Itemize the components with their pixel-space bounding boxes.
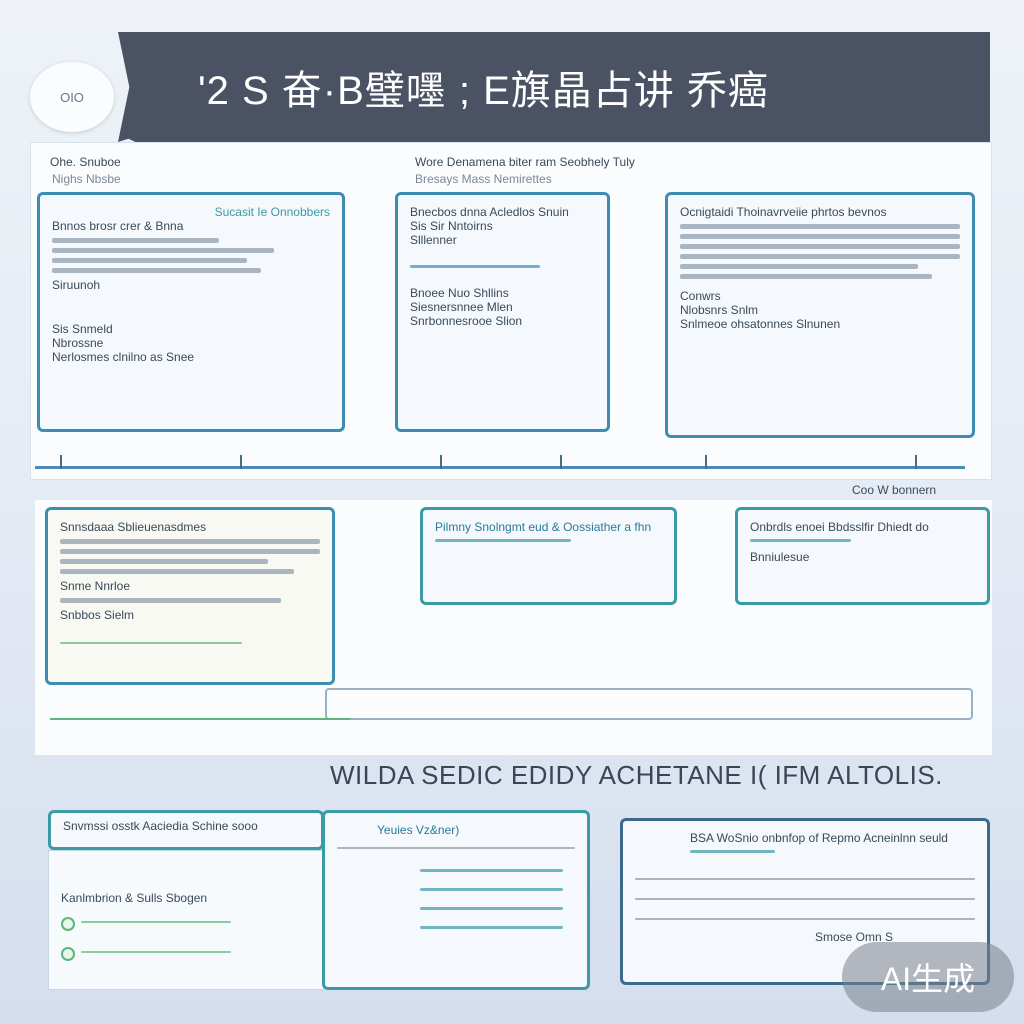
- text-line-placeholder: [680, 264, 918, 269]
- text-line-placeholder: [635, 918, 975, 920]
- card-line: Sis Snmeld: [52, 322, 113, 336]
- text-line-placeholder: [60, 598, 281, 603]
- timeline-tick: [915, 455, 917, 469]
- top-card-2[interactable]: Bnecbos dnna Acledlos Snuin Sis Sir Nnto…: [395, 192, 610, 432]
- card-title: Sucasit Ie Onnobbers: [214, 205, 330, 219]
- timeline-track: [35, 466, 965, 469]
- text-line-placeholder: [52, 258, 247, 263]
- card-title: Snvmssi osstk Aaciedia Schine sooo: [63, 819, 258, 833]
- middle-card-1[interactable]: Snnsdaaa Sblieuenasdmes Snme Nnrloe Snbb…: [45, 507, 335, 685]
- text-line-placeholder: [60, 549, 320, 554]
- card-title: Pilmny Snolngmt eud & Oossiather a fhn: [435, 520, 652, 534]
- text-line-placeholder: [52, 248, 275, 253]
- text-line-placeholder: [680, 274, 932, 279]
- card-title: Snnsdaaa Sblieuenasdmes: [60, 520, 207, 534]
- text-line-placeholder: [81, 951, 231, 953]
- card-title: BSA WoSnio onbnfop of Repmo Acneinlnn se…: [690, 831, 948, 845]
- card-line: Bnnos brosr crer & Bnna: [52, 219, 184, 233]
- card-line: Snrbonnesrooe Slion: [410, 314, 523, 328]
- logo: OIO: [30, 62, 114, 132]
- card-line: Snme Nnrloe: [60, 579, 131, 593]
- bottom-card-1-body: Kanlmbrion & Sulls Sbogen: [48, 850, 324, 990]
- card-line: Bnoee Nuo Shllins: [410, 286, 509, 300]
- card-subtitle: Kanlmbrion & Sulls Sbogen: [61, 891, 208, 905]
- page-title: '2 S 奋·B璧嚜 ; E旗晶占讲 乔癌: [198, 69, 769, 113]
- text-line-placeholder: [52, 238, 219, 243]
- middle-card-3[interactable]: Onbrdls enoei Bbdsslfir Dhiedt do Bnniul…: [735, 507, 990, 605]
- flow-arrow: [50, 718, 350, 720]
- top-card-3[interactable]: Ocnigtaidi Thoinavrveiie phrtos bevnos C…: [665, 192, 975, 438]
- timeline-tick: [60, 455, 62, 469]
- card-line: Siruunoh: [52, 278, 101, 292]
- top-heading-mid: Wore Denamena biter ram Seobhely Tuly: [415, 155, 635, 169]
- logo-text: OIO: [60, 89, 84, 105]
- timeline-label: Coo W bonnern: [852, 483, 937, 497]
- text-line-placeholder: [420, 888, 564, 891]
- watermark: AI生成: [842, 942, 1014, 1012]
- text-line-placeholder: [635, 878, 975, 880]
- text-line-placeholder: [680, 244, 960, 249]
- status-dot-icon: [61, 916, 75, 931]
- top-subheading-left: Nighs Nbsbe: [52, 172, 121, 186]
- top-heading-left: Ohe. Snuboe: [50, 155, 121, 169]
- card-line: Nbrossne: [52, 336, 104, 350]
- card-line: Nlobsnrs Snlm: [680, 303, 759, 317]
- text-line-placeholder: [60, 539, 320, 544]
- text-line-placeholder: [420, 869, 564, 872]
- bottom-card-2[interactable]: Yeuies Vz&ner): [322, 810, 590, 990]
- text-line-placeholder: [435, 539, 572, 542]
- card-line: Siesnersnnee Mlen: [410, 300, 513, 314]
- text-line-placeholder: [337, 847, 575, 849]
- card-title: Onbrdls enoei Bbdsslfir Dhiedt do: [750, 520, 929, 534]
- header-banner: '2 S 奋·B璧嚜 ; E旗晶占讲 乔癌: [118, 32, 990, 142]
- text-line-placeholder: [420, 907, 564, 910]
- timeline-tick: [440, 455, 442, 469]
- card-line: Snbbos Sielm: [60, 608, 135, 622]
- text-line-placeholder: [410, 265, 540, 268]
- progress-track: [325, 688, 973, 720]
- section-title: WILDA SEDIC EDIDY ACHETANE I( IFM ALTOLI…: [330, 760, 943, 790]
- card-line: Sis Sir Nntoirns: [410, 219, 493, 233]
- card-title: Ocnigtaidi Thoinavrveiie phrtos bevnos: [680, 205, 887, 219]
- text-line-placeholder: [690, 850, 775, 853]
- text-line-placeholder: [420, 926, 564, 929]
- text-line-placeholder: [635, 898, 975, 900]
- card-line: Nerlosmes clnilno as Snee: [52, 350, 195, 364]
- card-line: Slllenner: [410, 233, 457, 247]
- card-footer: Smose Omn S: [815, 930, 894, 944]
- card-title: Yeuies Vz&ner): [377, 823, 460, 837]
- text-line-placeholder: [680, 254, 960, 259]
- text-line-placeholder: [52, 268, 261, 273]
- timeline-tick: [560, 455, 562, 469]
- text-line-placeholder: [680, 224, 960, 229]
- top-subheading-mid: Bresays Mass Nemirettes: [415, 172, 552, 186]
- text-line-placeholder: [60, 559, 268, 564]
- text-line-placeholder: [60, 569, 294, 574]
- card-title: Bnecbos dnna Acledlos Snuin: [410, 205, 569, 219]
- timeline-tick: [240, 455, 242, 469]
- text-line-placeholder: [750, 539, 852, 542]
- bottom-card-1[interactable]: Snvmssi osstk Aaciedia Schine sooo: [48, 810, 324, 850]
- card-subtitle: Bnniulesue: [750, 550, 810, 564]
- card-line: Snlmeoe ohsatonnes Slnunen: [680, 317, 841, 331]
- text-line-placeholder: [60, 642, 242, 644]
- top-card-1[interactable]: Sucasit Ie Onnobbers Bnnos brosr crer & …: [37, 192, 345, 432]
- text-line-placeholder: [680, 234, 960, 239]
- text-line-placeholder: [81, 921, 231, 923]
- status-dot-icon: [61, 946, 75, 961]
- timeline-tick: [705, 455, 707, 469]
- card-line: Conwrs: [680, 289, 721, 303]
- middle-card-2[interactable]: Pilmny Snolngmt eud & Oossiather a fhn: [420, 507, 677, 605]
